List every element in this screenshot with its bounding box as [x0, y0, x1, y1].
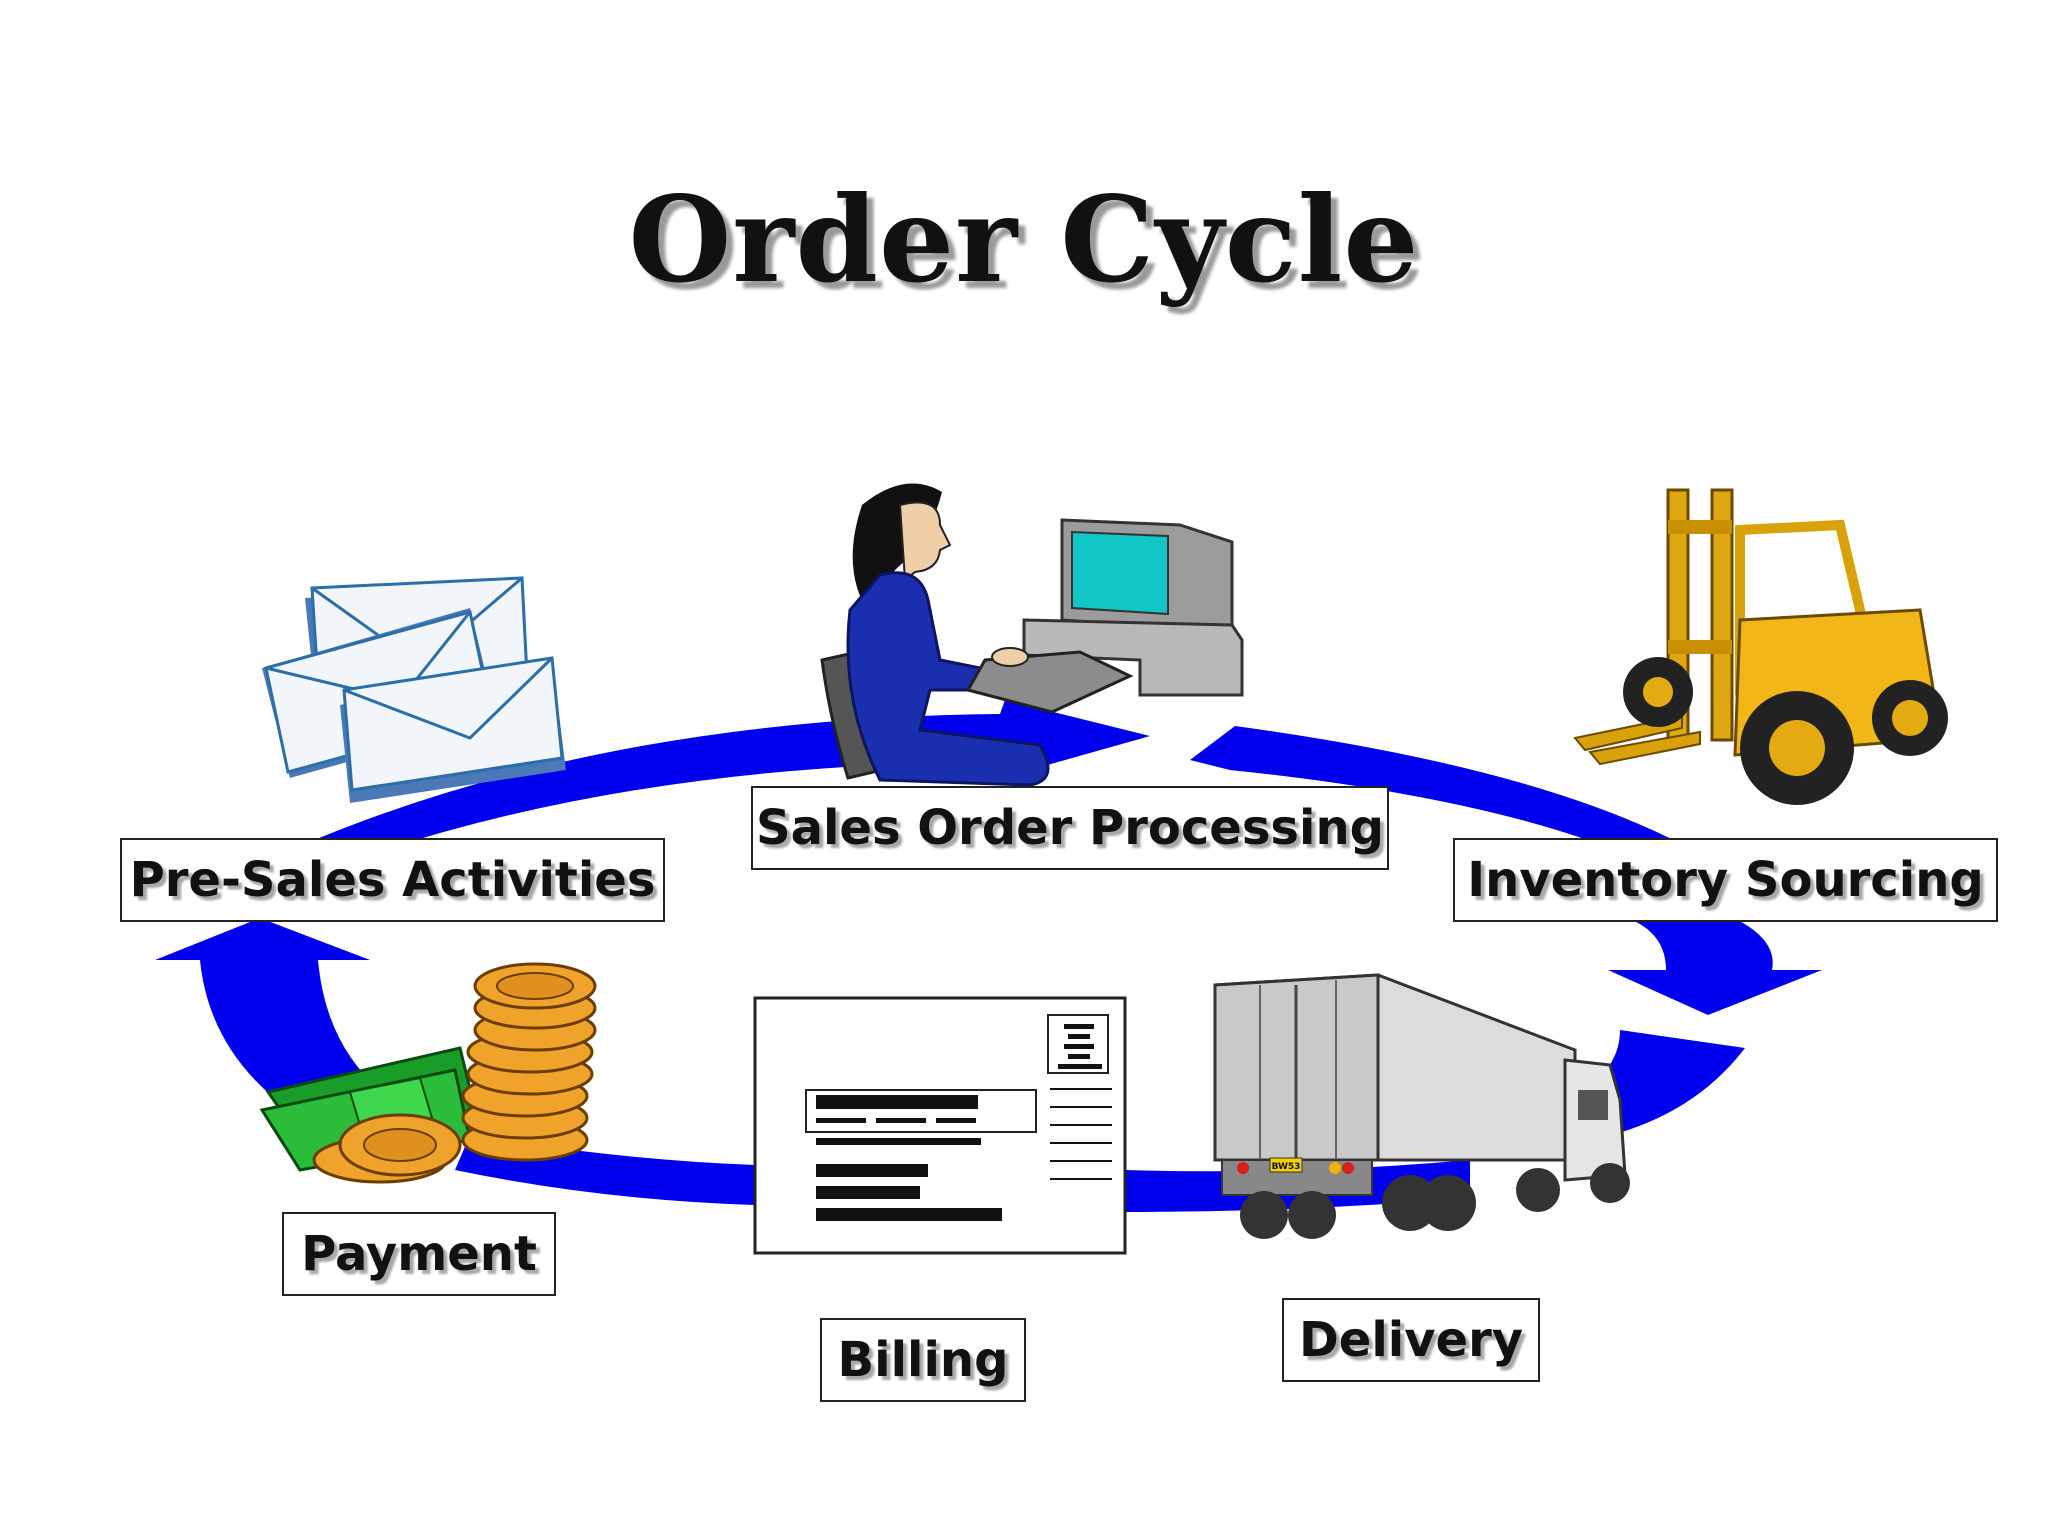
- money-coins-icon: [259, 962, 597, 1184]
- arrow-to-delivery: [1585, 1030, 1745, 1140]
- invoice-document-icon: [753, 996, 1127, 1255]
- forklift-icon: [1573, 488, 1948, 805]
- label-inventory-sourcing: Inventory Sourcing: [1453, 838, 1998, 922]
- label-payment: Payment: [282, 1212, 556, 1296]
- label-pre-sales-activities: Pre-Sales Activities: [120, 838, 665, 922]
- truck-plate-text: BW53: [1272, 1162, 1301, 1172]
- arrow-sales-to-inventory: [1190, 726, 1710, 872]
- diagram-title: Order Cycle: [628, 170, 1420, 309]
- clerk-at-computer-icon: [820, 483, 1244, 787]
- label-delivery: Delivery: [1282, 1298, 1540, 1382]
- label-sales-order-processing: Sales Order Processing: [751, 786, 1389, 870]
- envelopes-icon: [262, 576, 566, 803]
- label-billing: Billing: [820, 1318, 1026, 1402]
- arrow-inventory-down: [1608, 905, 1822, 1015]
- truck-icon: BW53: [1213, 973, 1630, 1239]
